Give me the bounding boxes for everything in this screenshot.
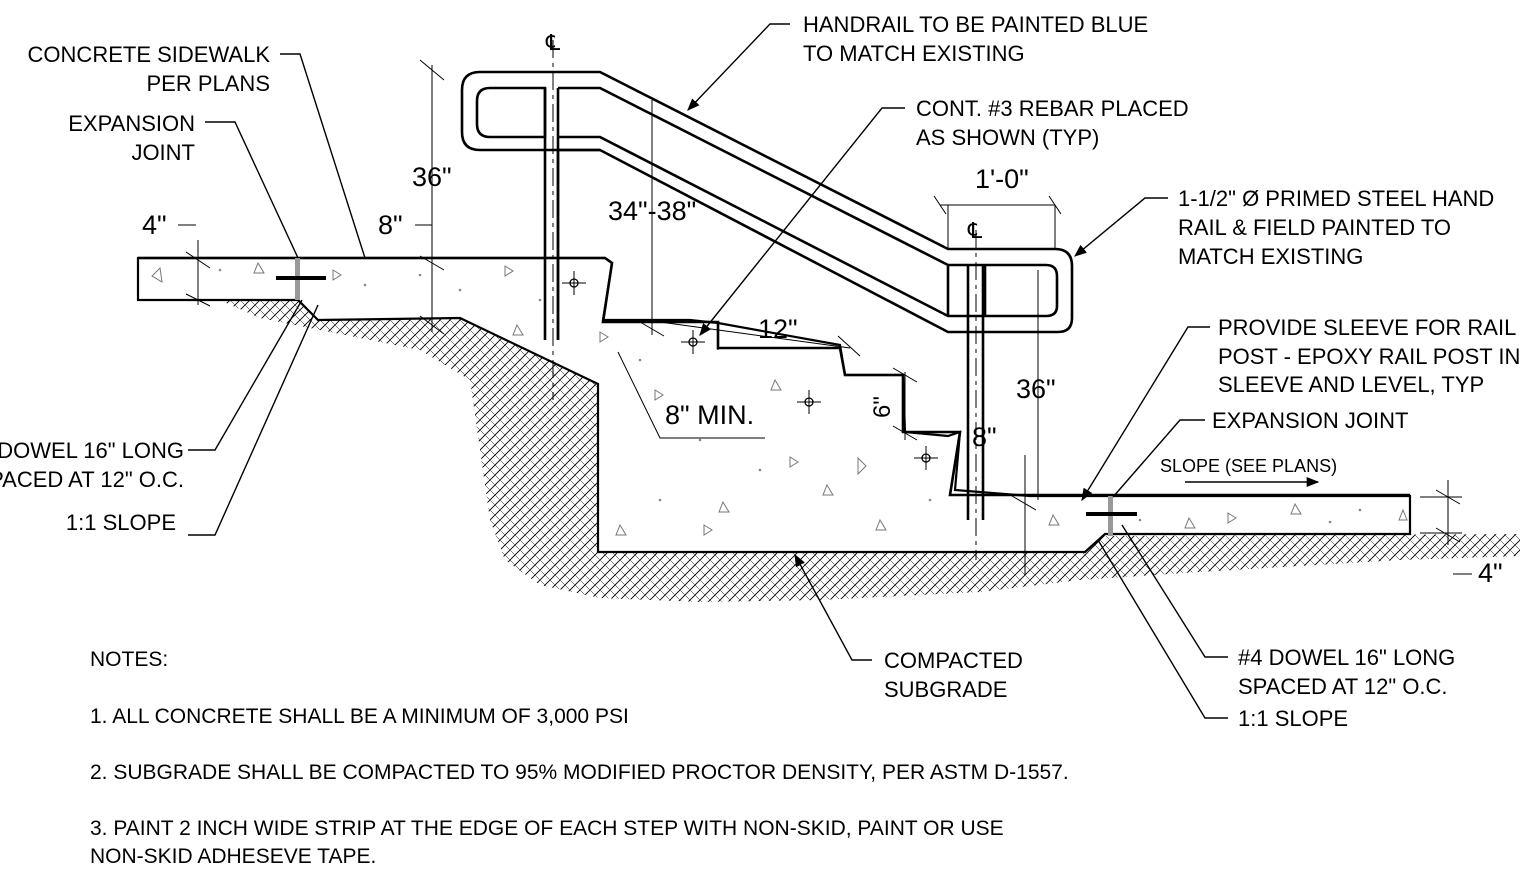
aggregate-marks <box>151 261 1408 536</box>
concrete-sidewalk-label-2: PER PLANS <box>147 71 271 96</box>
dimension-lines <box>185 59 1462 575</box>
handrail-blue-label-1: HANDRAIL TO BE PAINTED BLUE <box>803 12 1148 37</box>
note-3: 3. PAINT 2 INCH WIDE STRIP AT THE EDGE O… <box>90 817 1004 840</box>
notes-block: NOTES: 1. ALL CONCRETE SHALL BE A MINIMU… <box>90 648 1069 868</box>
expansion-joint-right <box>1086 496 1137 536</box>
slope-right-label: 1:1 SLOPE <box>1238 706 1348 731</box>
handrail <box>460 40 1074 560</box>
expansion-joint-left-label-2: JOINT <box>131 140 195 165</box>
centerline-symbol-right: ℄ <box>967 218 983 243</box>
dim-rail-height-right: 36" <box>1016 374 1056 404</box>
dowel-right-label-1: #4 DOWEL 16" LONG <box>1238 645 1455 670</box>
dim-thickened-edge-left: 8" <box>378 210 403 240</box>
note-2: 2. SUBGRADE SHALL BE COMPACTED TO 95% MO… <box>90 761 1069 784</box>
notes-heading: NOTES: <box>90 648 168 671</box>
dim-slab-thickness-right: 4" <box>1478 558 1503 588</box>
slope-see-plans-label: SLOPE (SEE PLANS) <box>1160 456 1337 476</box>
dim-tread: 12" <box>758 314 798 344</box>
leader-lines <box>188 23 1320 719</box>
dowel-right-label-2: SPACED AT 12" O.C. <box>1238 674 1448 699</box>
rebar-markers <box>562 271 938 470</box>
note-1: 1. ALL CONCRETE SHALL BE A MINIMUM OF 3,… <box>90 705 629 728</box>
callouts: CONCRETE SIDEWALK PER PLANS EXPANSION JO… <box>0 12 1520 731</box>
sleeve-label-1: PROVIDE SLEEVE FOR RAIL <box>1218 315 1516 340</box>
dim-rail-height-left: 36" <box>412 162 452 192</box>
expansion-joint-left-label-1: EXPANSION <box>68 111 195 136</box>
note-3-continued: NON-SKID ADHESEVE TAPE. <box>90 845 376 868</box>
rebar-label-1: CONT. #3 REBAR PLACED <box>916 96 1189 121</box>
concrete-sidewalk-label-1: CONCRETE SIDEWALK <box>28 42 271 67</box>
rebar-label-2: AS SHOWN (TYP) <box>916 125 1099 150</box>
steel-handrail-label-3: MATCH EXISTING <box>1178 244 1363 269</box>
concrete-section <box>136 256 1412 554</box>
dim-thickened-edge-right: 8" <box>972 422 997 452</box>
dowel-left-label-1: #4 DOWEL 16" LONG <box>0 438 184 463</box>
dimension-texts: 36" 8" 4" 34"-38" 12" 8" MIN. 6" 1'-0" 3… <box>142 162 1503 588</box>
left-sidewalk-slab <box>136 256 1412 554</box>
dim-rail-range: 34"-38" <box>608 196 696 226</box>
dim-riser: 6" <box>869 396 896 418</box>
steel-handrail-label-2: RAIL & FIELD PAINTED TO <box>1178 215 1451 240</box>
sleeve-label-3: SLEEVE AND LEVEL, TYP <box>1218 372 1484 397</box>
slope-left-label: 1:1 SLOPE <box>66 510 176 535</box>
handrail-blue-label-2: TO MATCH EXISTING <box>803 41 1025 66</box>
sleeve-label-2: POST - EPOXY RAIL POST INTO <box>1218 344 1520 369</box>
dowel-left-label-2: SPACED AT 12" O.C. <box>0 467 184 492</box>
dim-min-thickness: 8" MIN. <box>665 400 754 430</box>
expansion-joint-right-label: EXPANSION JOINT <box>1212 408 1408 433</box>
compacted-subgrade-label-1: COMPACTED <box>884 648 1023 673</box>
step-profile <box>138 256 1410 497</box>
compacted-subgrade-hatch <box>215 296 1520 602</box>
expansion-joint-left <box>276 258 326 300</box>
centerline-symbol-left: ℄ <box>545 30 561 55</box>
dim-rail-extension: 1'-0" <box>975 164 1029 194</box>
steel-handrail-label-1: 1-1/2" Ø PRIMED STEEL HAND <box>1178 186 1494 211</box>
dim-slab-thickness-left: 4" <box>142 210 167 240</box>
compacted-subgrade-label-2: SUBGRADE <box>884 677 1007 702</box>
